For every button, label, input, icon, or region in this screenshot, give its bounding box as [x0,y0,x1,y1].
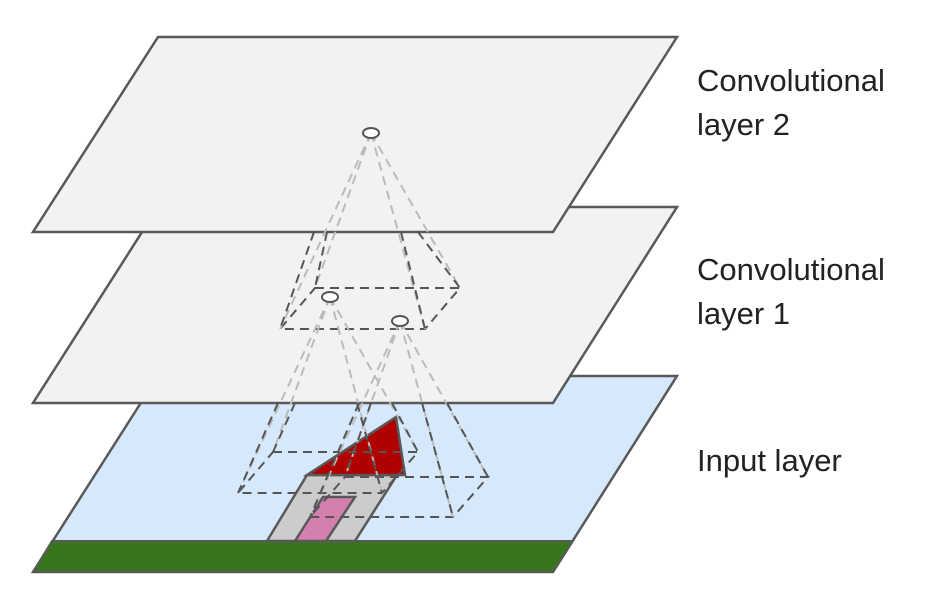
label-conv-layer-1: Convolutional layer 1 [697,248,885,336]
ground-strip [31,540,575,573]
conv-layer-2-plane [30,35,680,234]
label-line: Input layer [697,443,842,478]
house-door [292,495,358,543]
projection-lines-front [237,231,489,518]
label-line: Convolutional [697,63,885,98]
neuron-conv1-right [391,315,409,327]
label-line: layer 1 [697,296,791,331]
neuron-conv1-left [321,291,339,303]
label-conv-layer-2: Convolutional layer 2 [697,59,885,147]
neuron-conv2 [362,127,380,139]
label-input-layer: Input layer [697,439,842,483]
conv-layer-1-plane [30,205,680,405]
label-line: Convolutional [697,252,885,287]
label-line: layer 2 [697,107,791,142]
